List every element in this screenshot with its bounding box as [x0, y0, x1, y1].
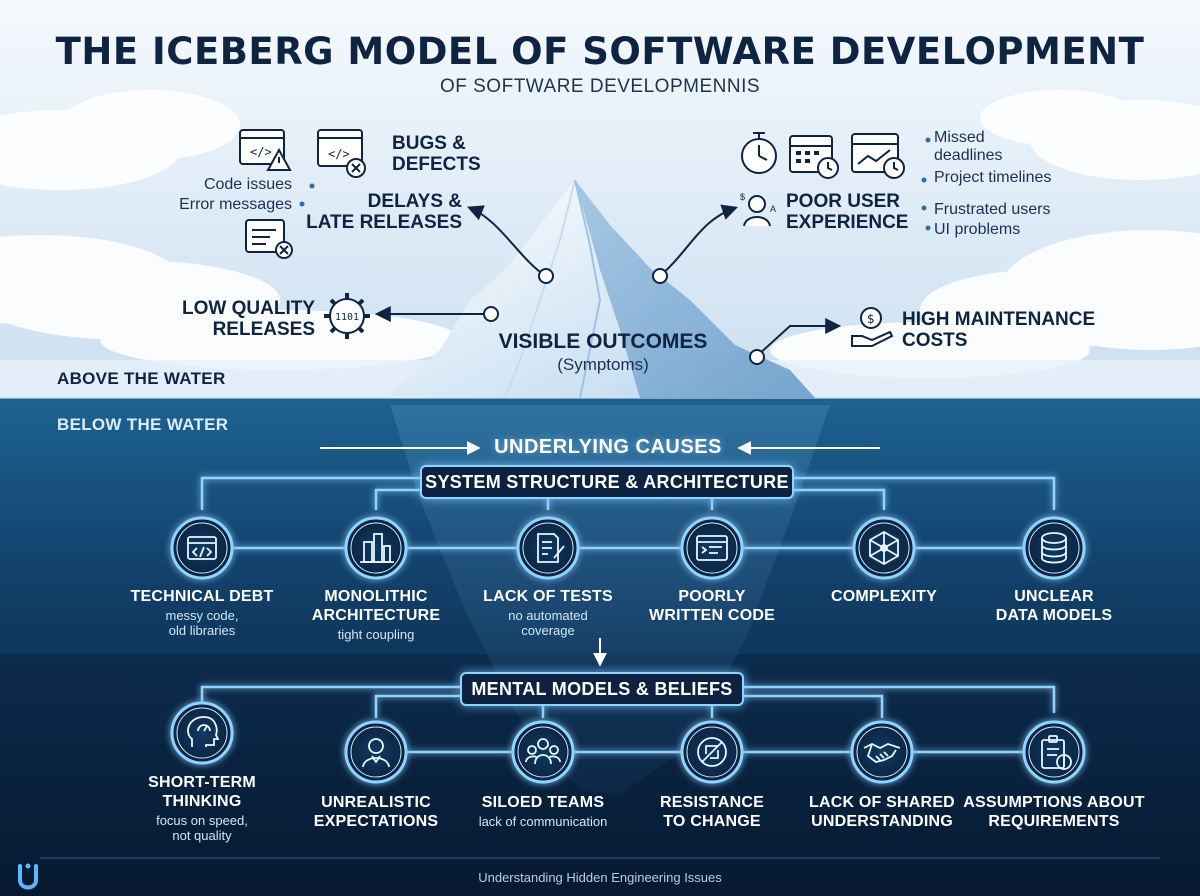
- underlying-causes-label: UNDERLYING CAUSES: [494, 436, 722, 458]
- svg-text:</>: </>: [250, 145, 272, 159]
- diagram-title: THE ICEBERG MODEL OF SOFTWARE DEVELOPMEN…: [55, 30, 1145, 73]
- structure-5-node: [852, 516, 916, 580]
- structure-2-caption: MONOLITHIC ARCHITECTURE tight coupling: [281, 587, 471, 642]
- visible-outcomes-title: VISIBLE OUTCOMES: [498, 330, 708, 353]
- svg-text:A: A: [770, 204, 776, 214]
- above-water-label: ABOVE THE WATER: [57, 369, 226, 388]
- structure-4-title: POORLY WRITTEN CODE: [649, 588, 775, 624]
- diagram-subtitle: OF SOFTWARE DEVELOPMENNIS: [439, 76, 761, 97]
- mental-5-node: [850, 720, 914, 784]
- high-maintenance-label: HIGH MAINTENANCE COSTS: [902, 309, 1096, 351]
- clipboard-alert-icon: [1041, 735, 1072, 770]
- code-window-x-icon: </>: [317, 129, 366, 178]
- database-icon: [1041, 532, 1067, 564]
- mental-3-description: lack of communication: [478, 814, 608, 829]
- note-dots: [299, 137, 931, 231]
- note-error-messages: Error messages: [179, 196, 292, 213]
- code-window-icon: [187, 536, 217, 560]
- stopwatch-icon: [741, 132, 777, 174]
- mental-3-title: SILOED TEAMS: [481, 794, 605, 811]
- code-alert-icon: </>: [239, 129, 292, 171]
- svg-text:$: $: [740, 192, 745, 202]
- visible-outcomes-subtitle: (Symptoms): [557, 355, 649, 374]
- mental-3-node: [511, 720, 575, 784]
- note-ui-problems: UI problems: [934, 221, 1021, 238]
- mental-4-title: RESISTANCE TO CHANGE: [660, 794, 764, 830]
- person-icon: [362, 738, 390, 768]
- structure-6-node: [1022, 516, 1086, 580]
- mental-4-caption: RESISTANCE TO CHANGE: [617, 793, 807, 831]
- structure-2-description: tight coupling: [337, 627, 415, 642]
- below-water-label: BELOW THE WATER: [57, 415, 229, 434]
- mental-2-caption: UNREALISTIC EXPECTATIONS: [281, 793, 471, 831]
- svg-text:</>: </>: [328, 147, 350, 161]
- structure-3-caption: LACK OF TESTS no automated coverage: [453, 587, 643, 638]
- structure-6-caption: UNCLEAR DATA MODELS: [959, 587, 1149, 625]
- underwater-iceberg: [390, 405, 830, 795]
- mental-models-heading: MENTAL MODELS & BELIEFS: [460, 672, 744, 706]
- structure-3-description: no automated coverage: [508, 608, 588, 638]
- document-pen-icon: [537, 533, 565, 563]
- above-connectors: [374, 204, 842, 365]
- structure-6-title: UNCLEAR DATA MODELS: [995, 588, 1113, 624]
- structure-5-caption: COMPLEXITY: [789, 587, 979, 606]
- structure-1-description: messy code, old libraries: [165, 608, 239, 638]
- clouds: [0, 90, 1200, 378]
- svg-text:$: $: [867, 312, 875, 326]
- iceberg-tip: [385, 179, 815, 399]
- head-gauge-icon: [187, 716, 220, 747]
- structure-1-title: TECHNICAL DEBT: [130, 588, 274, 605]
- low-quality-label: LOW QUALITY RELEASES: [182, 298, 315, 340]
- team-icon: [525, 738, 561, 765]
- bugs-defects-label: BUGS & DEFECTS: [392, 133, 481, 175]
- network-icon: [869, 530, 899, 566]
- structure-4-node: [680, 516, 744, 580]
- structure-2-node: [344, 516, 408, 580]
- calendar-clock-icon: [789, 135, 839, 179]
- system-structure-heading: SYSTEM STRUCTURE & ARCHITECTURE: [420, 465, 794, 499]
- gear-binary-text: 1101: [335, 312, 359, 323]
- mental-5-caption: LACK OF SHARED UNDERSTANDING: [787, 793, 977, 831]
- mental-3-caption: SILOED TEAMS lack of communication: [448, 793, 638, 829]
- list-error-icon: [245, 219, 293, 259]
- mental-2-node: [344, 720, 408, 784]
- structure-1-caption: TECHNICAL DEBT messy code, old libraries: [107, 587, 297, 638]
- poor-ux-label: POOR USER EXPERIENCE: [786, 191, 909, 233]
- no-change-icon: [697, 737, 727, 767]
- calendar-chart-icon: [851, 133, 905, 179]
- frustrated-user-icon: $ A: [740, 192, 776, 227]
- mental-4-node: [680, 720, 744, 784]
- mental-6-caption: ASSUMPTIONS ABOUT REQUIREMENTS: [959, 793, 1149, 831]
- structure-3-title: LACK OF TESTS: [483, 588, 613, 605]
- structure-4-caption: POORLY WRITTEN CODE: [617, 587, 807, 625]
- note-missed-deadlines: Missed deadlines: [934, 129, 1003, 164]
- mental-1-description: focus on speed, not quality: [156, 813, 248, 843]
- brand-logo: [18, 863, 38, 890]
- mental-5-title: LACK OF SHARED UNDERSTANDING: [809, 794, 955, 830]
- mental-1-node: [170, 701, 234, 765]
- mental-6-node: [1022, 720, 1086, 784]
- gear-code-icon: 1101: [324, 293, 370, 339]
- mental-6-title: ASSUMPTIONS ABOUT REQUIREMENTS: [963, 794, 1145, 830]
- mental-1-title: SHORT-TERM THINKING: [148, 774, 256, 810]
- hand-money-icon: $: [851, 307, 894, 347]
- delays-label: DELAYS & LATE RELEASES: [306, 191, 462, 233]
- note-frustrated-users: Frustrated users: [934, 201, 1051, 218]
- structure-1-node: [170, 516, 234, 580]
- mental-2-title: UNREALISTIC EXPECTATIONS: [313, 794, 439, 830]
- handshake-icon: [863, 742, 901, 763]
- building-icon: [360, 533, 394, 563]
- structure-5-title: COMPLEXITY: [830, 588, 937, 605]
- footer-tagline: Understanding Hidden Engineering Issues: [478, 870, 722, 885]
- note-code-issues: Code issues: [203, 176, 292, 193]
- note-project-timelines: Project timelines: [934, 169, 1052, 186]
- structure-2-title: MONOLITHIC ARCHITECTURE: [311, 588, 441, 624]
- terminal-icon: [696, 535, 728, 561]
- structure-3-node: [516, 516, 580, 580]
